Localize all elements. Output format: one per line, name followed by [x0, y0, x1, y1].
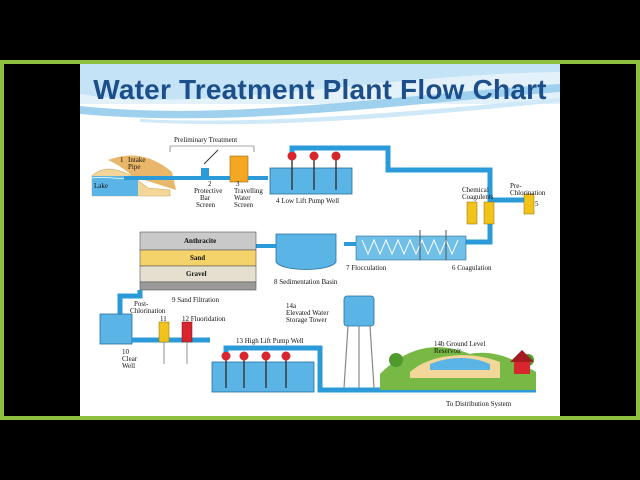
- post-chem-tanks: [158, 321, 193, 364]
- clear-well: [99, 313, 210, 345]
- label-sedimentation: 8 Sedimentation Basin: [274, 278, 338, 286]
- label-intake-1: Intake: [128, 156, 146, 164]
- label-clear-3: Well: [122, 362, 136, 370]
- label-distribution: To Distribution System: [446, 400, 512, 408]
- label-trav-1: Travelling: [234, 187, 263, 195]
- label-clear-2: Clear: [122, 355, 138, 363]
- sedimentation-basin: [256, 233, 337, 270]
- label-tower-1: 14a: [286, 302, 297, 310]
- label-chem-2: Coagulents: [462, 193, 494, 201]
- title-banner: [80, 64, 560, 125]
- label-bar-3: Screen: [196, 201, 216, 209]
- label-trav-3: Screen: [234, 201, 254, 209]
- label-gravel: Gravel: [186, 270, 207, 278]
- label-preliminary-treatment: Preliminary Treatment: [174, 136, 238, 144]
- label-flocculation: 7 Flocculation: [346, 264, 387, 272]
- label-fluoridation: 12 Fluoridation: [182, 315, 226, 323]
- label-bar-2: Bar: [200, 194, 211, 202]
- label-sand: Sand: [190, 254, 206, 262]
- label-trav-2: Water: [234, 194, 251, 202]
- label-prechl-2: Chlorination: [510, 189, 546, 197]
- label-coagulation: 6 Coagulation: [452, 264, 492, 272]
- coag-floc-basin: [344, 230, 467, 261]
- label-tower-2: Elevated Water: [286, 309, 329, 317]
- label-11: 11: [160, 315, 167, 323]
- label-intake-2: Pipe: [128, 163, 141, 171]
- ground-reservoir: [380, 347, 536, 390]
- label-prechl-1: Pre-: [510, 182, 522, 190]
- label-bar-1: Protective: [194, 187, 223, 195]
- label-high-lift: 13 High Lift Pump Well: [236, 337, 304, 345]
- label-bar-num: 2: [208, 180, 212, 188]
- low-lift-pump-well: [269, 151, 353, 195]
- chemical-tanks: [466, 193, 535, 225]
- screens: [169, 145, 268, 183]
- sand-filter: [117, 231, 257, 316]
- label-postchl-1: Post-: [134, 300, 149, 308]
- label-ground-1: 14b Ground Level: [434, 340, 486, 348]
- label-prechl-num: 5: [535, 200, 539, 208]
- label-trav-num: 3: [236, 180, 240, 188]
- label-low-lift: 4 Low Lift Pump Well: [276, 197, 340, 205]
- label-ground-2: Reservoir: [434, 347, 462, 355]
- label-tower-3: Storage Tower: [286, 316, 327, 324]
- label-postchl-2: Chlorination: [130, 307, 166, 315]
- slide: Water Treatment Plant Flow Chart Prelimi…: [80, 64, 560, 416]
- label-chem-1: Chemical: [462, 186, 489, 194]
- label-sand-filtration: 9 Sand Filtration: [172, 296, 220, 304]
- lake-intake: [91, 155, 194, 197]
- label-anthracite: Anthracite: [184, 237, 217, 245]
- page-title: Water Treatment Plant Flow Chart: [93, 74, 547, 105]
- elevated-tower: [343, 295, 375, 389]
- label-lake: Lake: [94, 182, 108, 190]
- label-clear-1: 10: [122, 348, 129, 356]
- label-intake-num: 1: [120, 156, 124, 164]
- flow-diagram: [80, 64, 560, 393]
